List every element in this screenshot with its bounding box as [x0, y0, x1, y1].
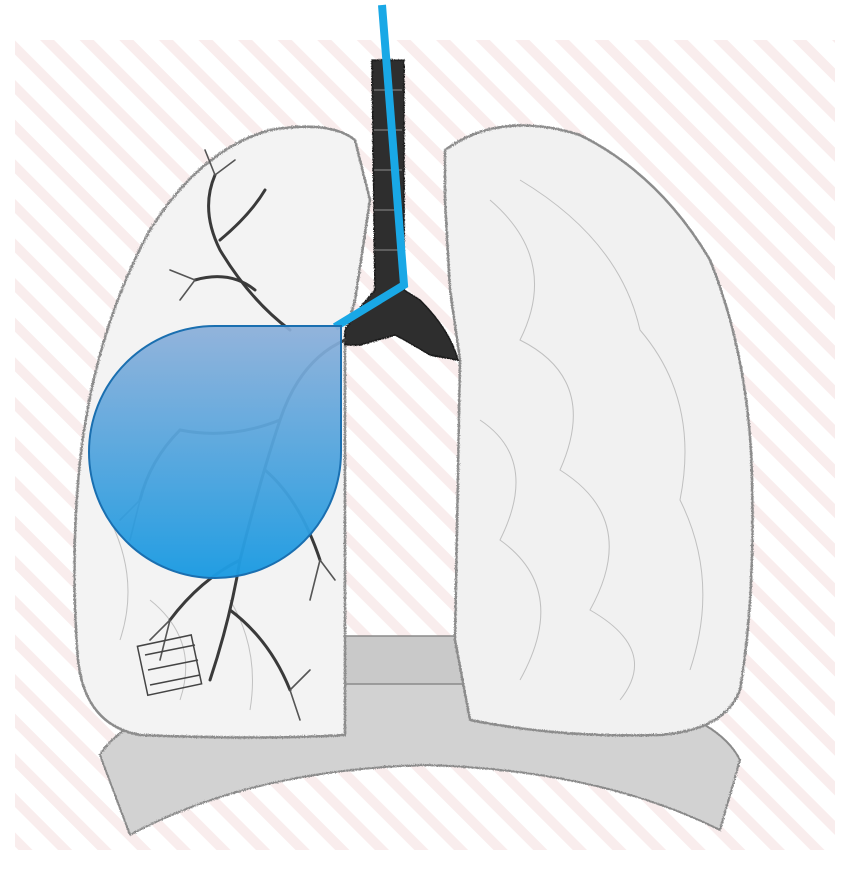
diaphragm-center	[345, 636, 470, 684]
blocker-balloon	[89, 326, 341, 578]
